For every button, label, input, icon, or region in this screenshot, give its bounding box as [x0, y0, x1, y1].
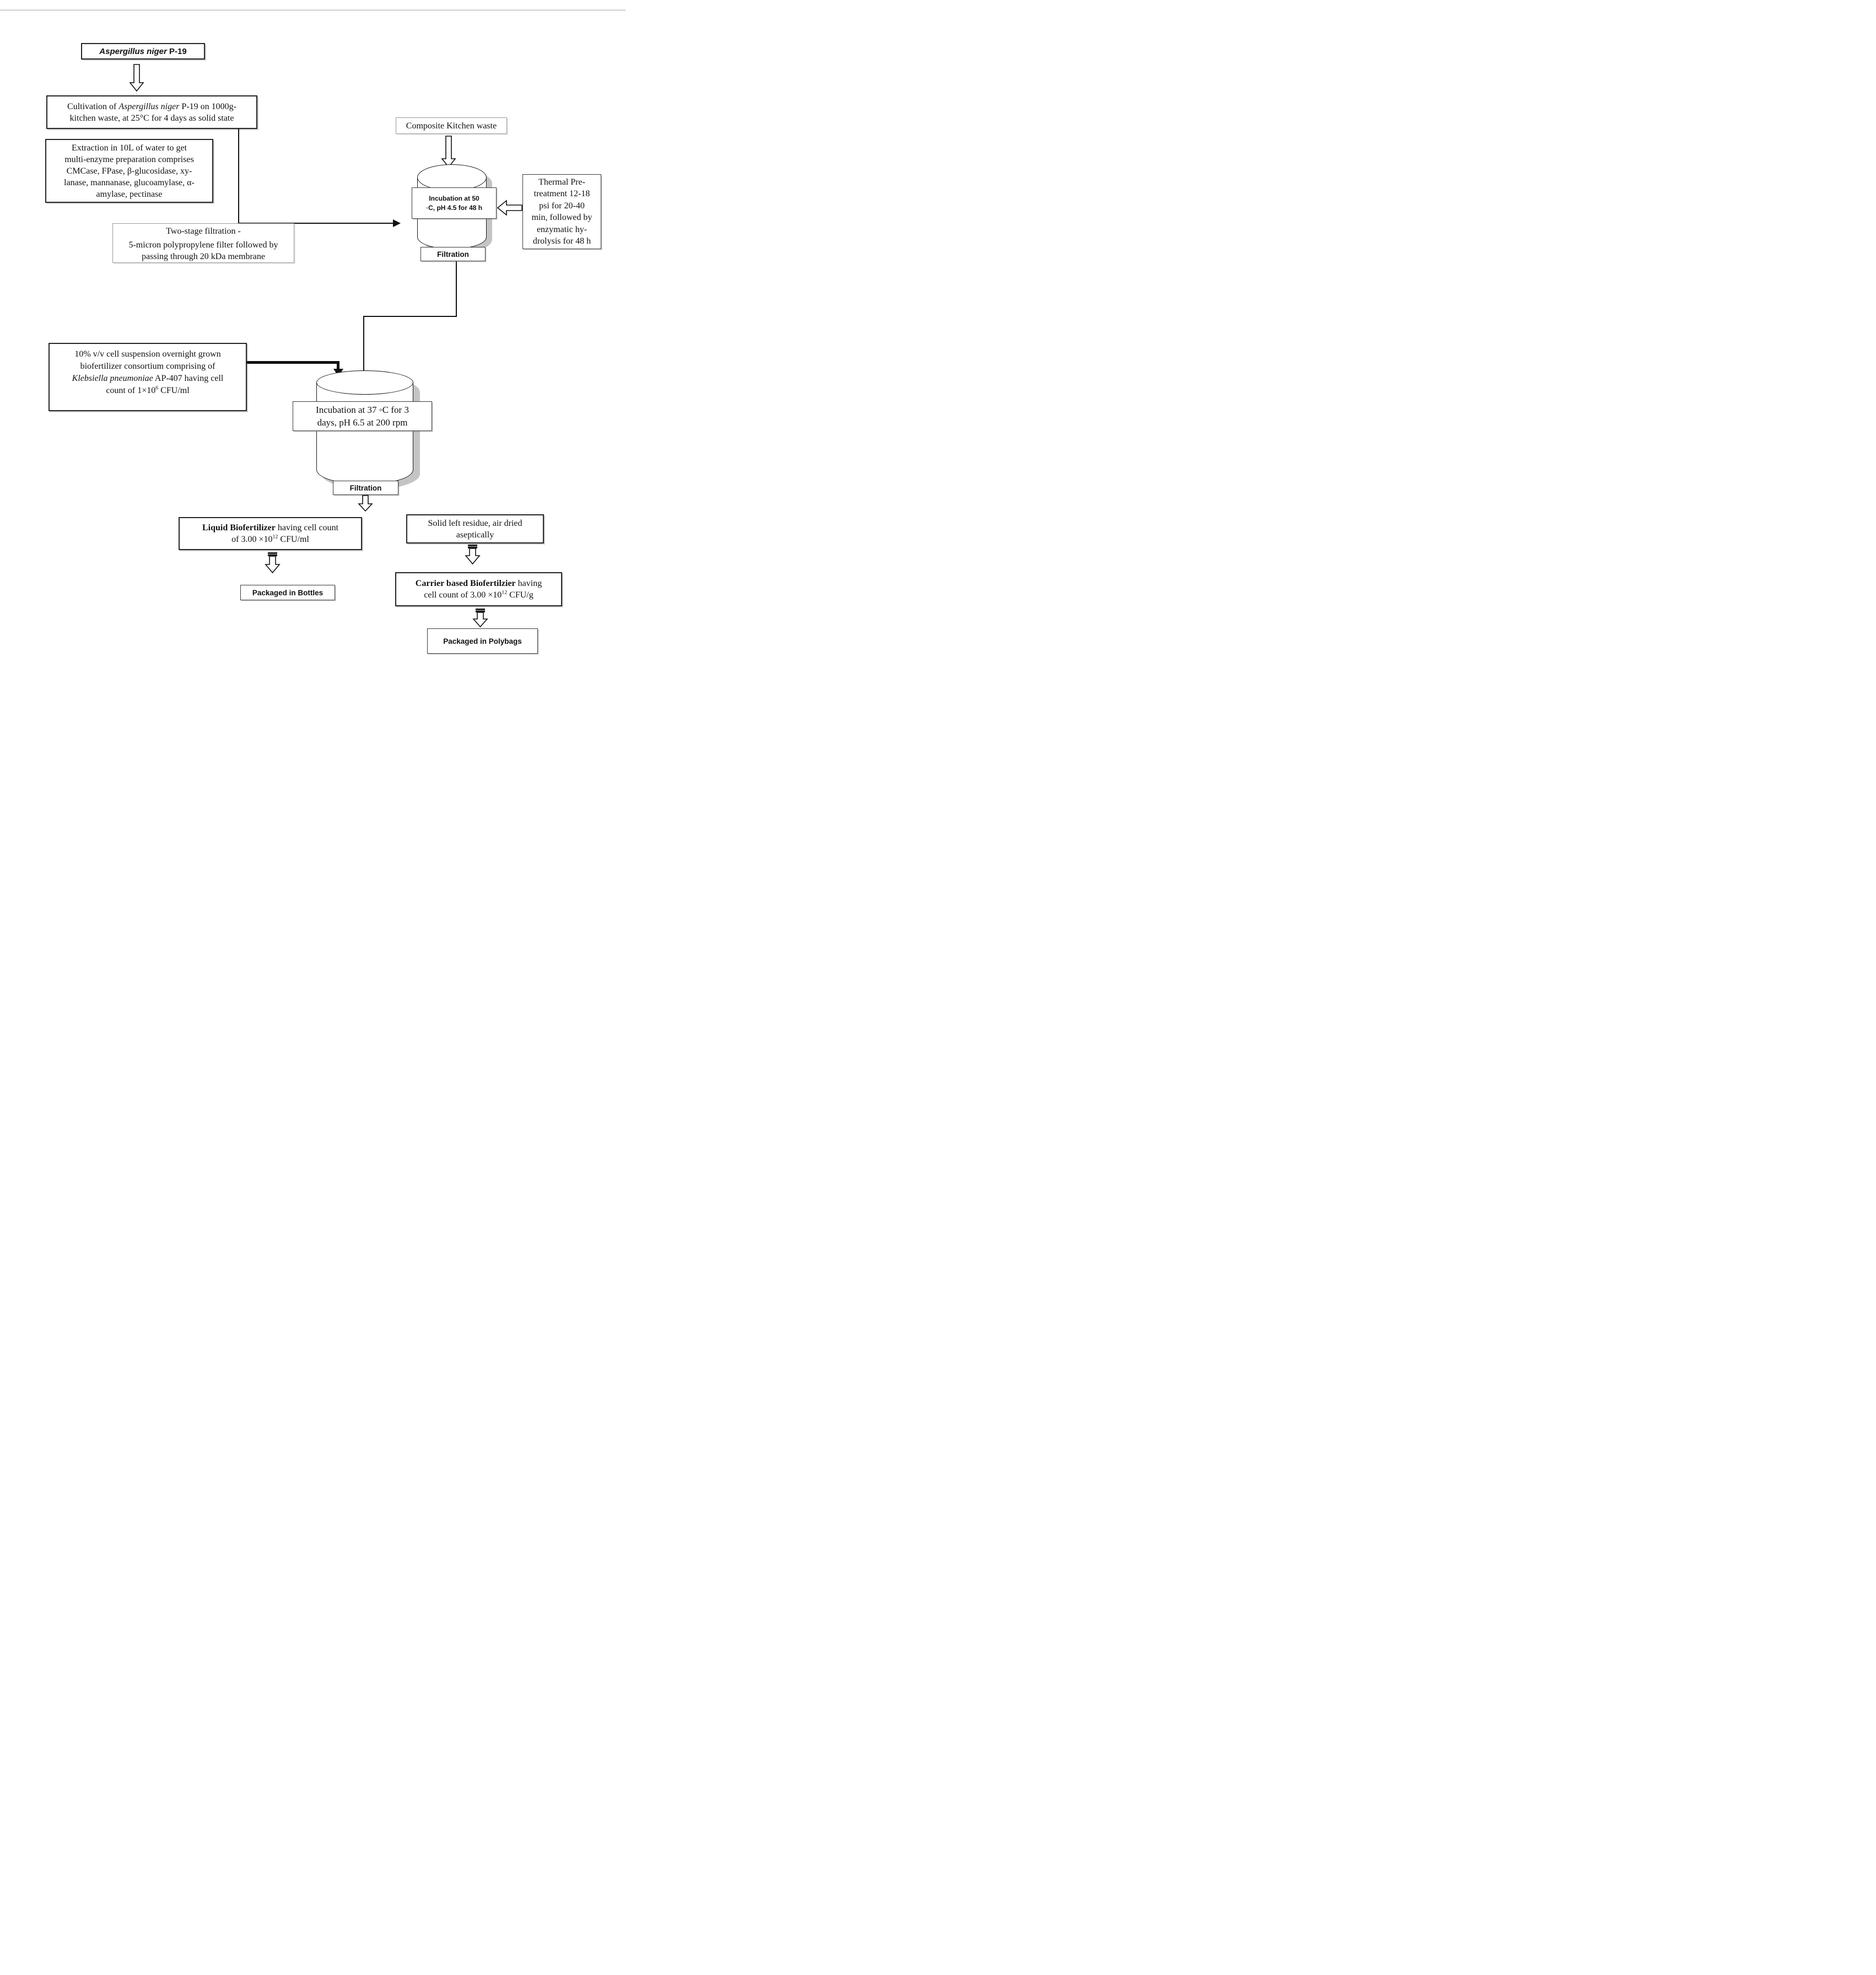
hollow-down-arrow-icon	[358, 495, 373, 512]
strain-name: P-19	[166, 46, 187, 56]
hollow-down-arrow-icon	[129, 64, 144, 92]
thick-arrow-shaft-v	[337, 361, 339, 370]
box-extraction: Extraction in 10L of water to get multi-…	[45, 139, 213, 203]
text: CFU/ml	[158, 386, 190, 395]
box-solid-residue: Solid left residue, air dried asepticall…	[406, 514, 544, 543]
box-packaged-bottles: Packaged in Bottles	[240, 585, 335, 600]
text: Cultivation of	[67, 101, 119, 111]
polybags-label: Packaged in Polybags	[443, 637, 522, 645]
box-incubation2: Incubation at 37 ◦C for 3 days, pH 6.5 a…	[293, 401, 432, 431]
connector-cultivation-vertical	[238, 128, 239, 224]
suspension-line2: biofertilizer consortium comprising of	[80, 362, 215, 371]
suspension-line4: count of 1×106 CFU/ml	[106, 385, 189, 397]
species-name: Aspergillus niger	[99, 46, 167, 56]
text: CFU/ml	[278, 535, 309, 544]
hollow-down-arrow-icon	[441, 136, 456, 168]
extraction-line4: lanase, mannanase, glucoamylase, α-	[64, 177, 195, 187]
box-cultivation: Cultivation of Aspergillus niger P-19 on…	[46, 95, 257, 129]
superscript: 6	[155, 385, 159, 391]
two-stage-line2: 5-micron polypropylene filter followed b…	[128, 240, 278, 250]
superscript: 12	[502, 589, 508, 596]
solid-line2: aseptically	[456, 530, 494, 540]
liquid-line2: of 3.00 ×1012 CFU/ml	[231, 534, 309, 545]
arrowhead-right-icon	[393, 219, 401, 227]
box-packaged-polybags: Packaged in Polybags	[427, 628, 538, 654]
incubation2-line2: days, pH 6.5 at 200 rpm	[317, 417, 408, 428]
text-italic: Aspergillus niger	[118, 101, 180, 111]
text: count of 1×10	[106, 386, 156, 395]
thermal-line5: enzymatic hy-	[536, 224, 587, 234]
box-carrier-biofertilizer: Carrier based Biofertilzier having cell …	[395, 572, 562, 606]
text: having cell count	[275, 523, 339, 532]
thermal-line1: Thermal Pre-	[538, 177, 585, 187]
box-cell-suspension: 10% v/v cell suspension overnight grown …	[48, 343, 247, 411]
connector-f1-vertical2	[363, 316, 364, 372]
text-italic: Klebsiella pneumoniae	[72, 374, 153, 383]
extraction-line1: Extraction in 10L of water to get	[71, 143, 187, 153]
extraction-line2: multi-enzyme preparation comprises	[64, 154, 194, 164]
cylinder1-top-ellipse	[417, 164, 487, 191]
two-stage-line1: Two-stage filtration -	[166, 226, 241, 236]
composite-label: Composite Kitchen waste	[406, 121, 497, 131]
bottles-label: Packaged in Bottles	[252, 588, 324, 597]
extraction-line3: CMCase, FPase, β-glucosidase, xy-	[66, 166, 192, 176]
connector-f1-vertical	[456, 261, 457, 317]
incubation1-line1: Incubation at 50	[429, 194, 479, 202]
box-filtration1: Filtration	[421, 247, 486, 261]
cylinder2-top-ellipse	[316, 370, 413, 395]
text: cell count of 3.00 ×10	[424, 590, 502, 600]
cultivation-line1: Cultivation of Aspergillus niger P-19 on…	[67, 101, 236, 112]
box-incubation1: Incubation at 50 ◦C, pH 4.5 for 48 h	[412, 187, 497, 219]
text: CFU/g	[507, 590, 533, 600]
superscript: 12	[272, 534, 278, 540]
cultivation-line2: kitchen waste, at 25°C for 4 days as sol…	[69, 113, 234, 123]
thermal-line3: psi for 20-40	[539, 201, 585, 211]
incubation1-line2: ◦C, pH 4.5 for 48 h	[425, 203, 483, 212]
box-thermal-pretreatment: Thermal Pre- treatment 12-18 psi for 20-…	[522, 174, 601, 249]
carrier-line1: Carrier based Biofertilzier having	[416, 578, 542, 589]
extraction-line5: amylase, pectinase	[96, 189, 163, 199]
text: of 3.00 ×10	[231, 535, 273, 544]
text-bold: Carrier based Biofertilzier	[415, 579, 516, 588]
thick-arrow-shaft-h	[247, 361, 339, 364]
top-divider	[0, 9, 626, 11]
hollow-left-arrow-icon	[497, 200, 522, 216]
cylinder2-body	[316, 383, 413, 484]
box-aspergillus-niger-label: Aspergillus niger P-19	[99, 47, 186, 56]
box-liquid-biofertilizer: Liquid Biofertilizer having cell count o…	[179, 517, 362, 550]
box-aspergillus-niger: Aspergillus niger P-19	[81, 43, 205, 60]
incubation2-line1: Incubation at 37 ◦C for 3	[316, 405, 409, 415]
carrier-line2: cell count of 3.00 ×1012 CFU/g	[424, 589, 533, 601]
text: P-19 on 1000g-	[179, 101, 236, 111]
capped-down-arrow-icon	[265, 552, 281, 574]
thermal-line4: min, followed by	[531, 213, 592, 222]
connector-f1-horizontal	[363, 316, 457, 317]
text-bold: Liquid Biofertilizer	[202, 523, 276, 532]
filtration2-label: Filtration	[349, 483, 382, 492]
suspension-line3: Klebsiella pneumoniae AP-407 having cell	[72, 373, 224, 385]
box-two-stage-filtration: Two-stage filtration - 5-micron polyprop…	[112, 223, 294, 263]
box-composite-kitchen-waste: Composite Kitchen waste	[396, 117, 507, 134]
two-stage-line3: passing through 20 kDa membrane	[142, 251, 265, 261]
thermal-line2: treatment 12-18	[533, 189, 590, 198]
filtration1-label: Filtration	[437, 250, 469, 259]
capped-down-arrow-icon	[465, 545, 481, 565]
connector-cultivation-horizontal	[238, 223, 395, 224]
flowchart-canvas: Aspergillus niger P-19 Cultivation of As…	[0, 0, 626, 658]
text: AP-407 having cell	[153, 374, 224, 383]
solid-line1: Solid left residue, air dried	[428, 518, 522, 528]
box-filtration2: Filtration	[333, 481, 398, 495]
liquid-line1: Liquid Biofertilizer having cell count	[202, 522, 338, 534]
text: having	[515, 579, 542, 588]
thermal-line6: drolysis for 48 h	[532, 236, 591, 246]
suspension-line1: 10% v/v cell suspension overnight grown	[74, 349, 221, 359]
capped-down-arrow-icon	[472, 609, 488, 628]
